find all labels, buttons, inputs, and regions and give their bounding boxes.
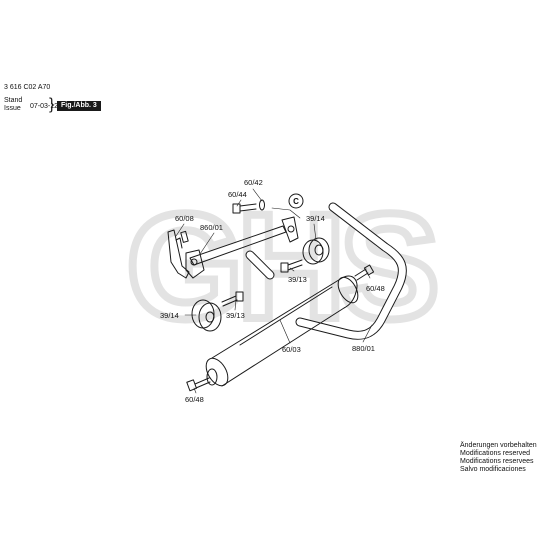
label-39-13-left: 39/13 [226,311,245,320]
label-60-48-bottom: 60/48 [185,395,204,404]
bolt-60-48-bottom [186,377,211,392]
roller-cylinder [205,275,359,387]
figure-badge: Fig./Abb. 3 [57,101,101,111]
callout-letter: C [293,197,299,206]
callout-circle [288,193,304,209]
modification-notes: Änderungen vorbehalten Modifications res… [460,442,537,474]
label-60-03: 60/03 [282,345,301,354]
axle-bracket [185,216,299,279]
note-line: Salvo modificaciones [460,466,526,473]
label-39-13-top: 39/13 [288,275,307,284]
note-line: Änderungen vorbehalten [460,442,537,449]
bolt-60-48-right [354,264,375,281]
label-60-08: 60/08 [175,214,194,223]
brace-symbol: } [49,96,55,113]
watermark: GHS [126,182,434,350]
wheel-39-14-top [302,237,330,265]
label-860-01: 860/01 [200,223,223,232]
label-60-42: 60/42 [244,178,263,187]
side-plate [167,229,190,279]
note-line: Modifications reservees [460,458,534,465]
document-number: 3 616 C02 A70 [4,84,51,91]
label-39-14-left: 39/14 [160,311,179,320]
stand-label: Stand [4,97,23,104]
leader-lines [175,188,373,394]
bolt-60-44 [232,199,265,214]
issue-label: Issue [4,105,21,112]
handle-bar [245,202,407,340]
label-60-44: 60/44 [228,190,247,199]
bolt-39-13-left [221,291,244,307]
bolt-39-13-top [280,259,303,273]
label-39-14-top: 39/14 [306,214,325,223]
label-880-01: 880/01 [352,344,375,353]
issue-date: 07-03-12 [30,103,59,110]
wheel-39-14-left [191,299,222,332]
note-line: Modifications reserved [460,450,531,457]
label-60-48-right: 60/48 [366,284,385,293]
